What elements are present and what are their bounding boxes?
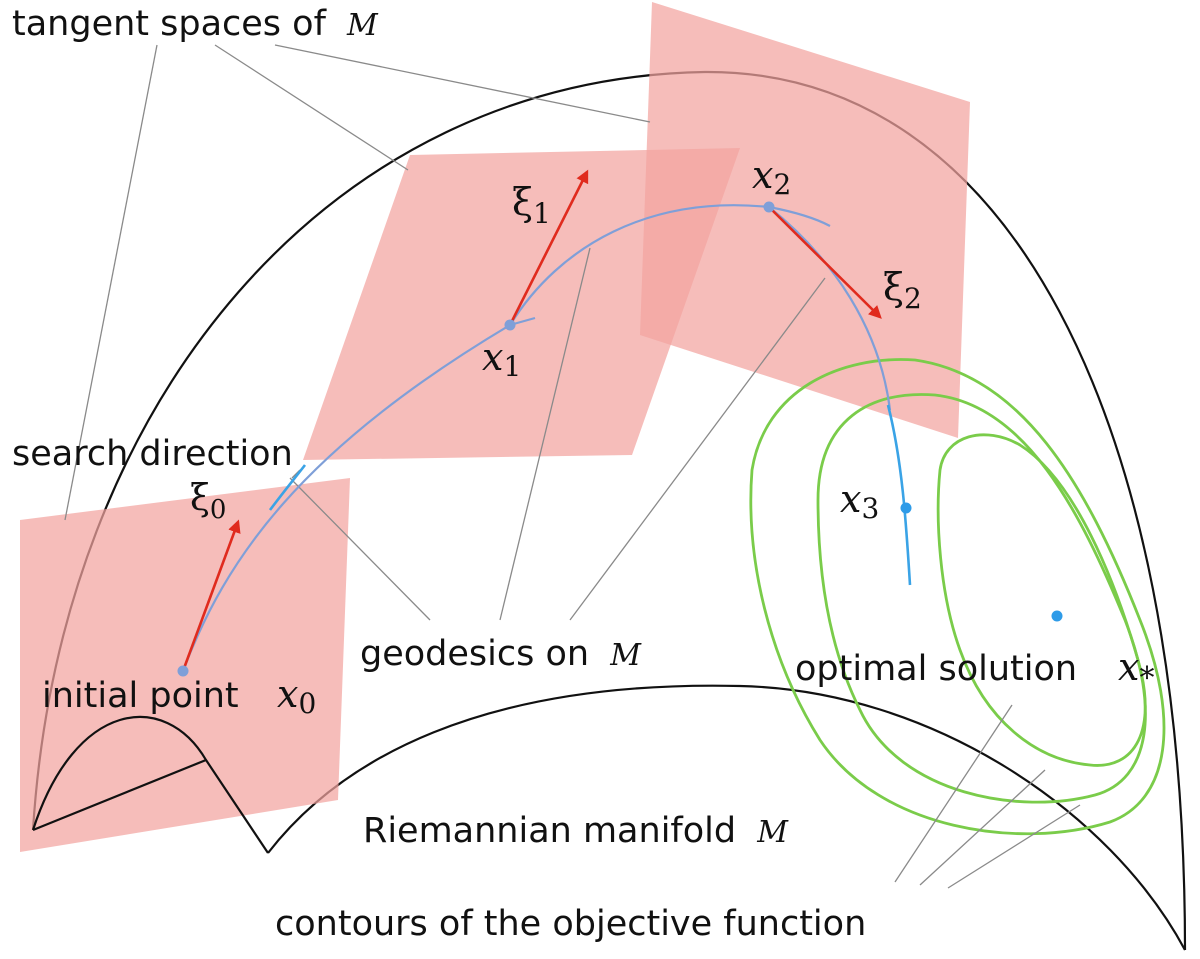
- label-xi0-base: ξ: [190, 478, 210, 519]
- label-x2: x2: [752, 153, 791, 201]
- label-x1-sub: 1: [503, 350, 521, 383]
- leader-contour-3: [947, 804, 1081, 889]
- tangent-plane-x2: [640, 2, 970, 438]
- label-manifold: Riemannian manifold M: [363, 811, 789, 851]
- label-x0: x0: [277, 672, 316, 720]
- label-geodesics-text: geodesics on: [360, 634, 589, 674]
- geodesic-x0-x1-highlight: [268, 464, 307, 511]
- search-direction-arrow-xi0: [181, 519, 241, 672]
- label-x0-base: x: [277, 672, 298, 716]
- label-x3-sub: 3: [861, 492, 879, 525]
- label-xi0-sub: 0: [210, 495, 227, 525]
- label-tangent-spaces-text: tangent spaces of: [12, 4, 327, 44]
- leader-contour-2: [919, 769, 1046, 886]
- point-x0: [177, 665, 189, 677]
- point-x2: [763, 201, 775, 213]
- label-search-direction: search direction: [12, 434, 293, 474]
- point-x3: [900, 502, 912, 514]
- corner-chord: [32, 758, 207, 832]
- label-xi0: ξ0: [190, 478, 226, 525]
- geodesic-x2-extension: [768, 205, 831, 227]
- label-x1-base: x: [482, 335, 503, 379]
- label-contours: contours of the objective function: [275, 904, 866, 944]
- label-geodesics-symbol: M: [609, 638, 642, 673]
- label-initial-point: initial point: [42, 676, 239, 716]
- label-optimal-solution: optimal solution: [795, 649, 1077, 689]
- label-xi1-sub: 1: [533, 197, 551, 230]
- leader-lines: [64, 44, 1081, 889]
- point-x-star: [1051, 610, 1063, 622]
- leader-contour-1: [894, 704, 1013, 883]
- label-x-star-sub: *: [1139, 661, 1154, 696]
- label-x2-sub: 2: [773, 168, 791, 201]
- geodesic-x1-x2: [509, 204, 770, 326]
- contour-outer: [749, 358, 1166, 836]
- label-manifold-symbol: M: [756, 815, 789, 850]
- label-xi2-base: ξ: [883, 265, 904, 309]
- leader-geodesic-2: [499, 247, 591, 621]
- label-x-star: x*: [1118, 645, 1154, 696]
- manifold-inner-boundary: [267, 684, 1186, 951]
- label-xi1-base: ξ: [512, 180, 533, 224]
- contour-middle: [816, 393, 1147, 804]
- corner-arc: [31, 715, 269, 854]
- label-tangent-spaces-symbol: M: [346, 8, 379, 43]
- label-x-star-base: x: [1118, 645, 1139, 689]
- leader-tangent-1: [64, 44, 158, 521]
- label-x3: x3: [840, 477, 879, 525]
- geodesic-x2-x3: [768, 206, 892, 411]
- leader-geodesic-3: [569, 277, 826, 621]
- search-direction-arrow-xi2: [768, 206, 882, 319]
- label-x0-sub: 0: [298, 687, 316, 720]
- label-tangent-spaces: tangent spaces of M: [12, 4, 379, 44]
- label-xi1: ξ1: [512, 180, 551, 230]
- leader-tangent-3: [274, 44, 651, 123]
- label-xi2-sub: 2: [904, 282, 922, 315]
- leader-geodesic-1: [289, 477, 431, 621]
- label-x2-base: x: [752, 153, 773, 197]
- leader-tangent-2: [214, 44, 409, 171]
- label-x1: x1: [482, 335, 521, 383]
- label-xi2: ξ2: [883, 265, 922, 315]
- label-x3-base: x: [840, 477, 861, 521]
- point-x1: [504, 319, 516, 331]
- geodesic-x0-x1: [181, 324, 511, 672]
- search-direction-arrow-xi1: [508, 169, 589, 326]
- label-geodesics: geodesics on M: [360, 634, 642, 674]
- geodesic-x3-segment: [886, 404, 912, 586]
- contour-inner: [936, 433, 1147, 767]
- label-manifold-text: Riemannian manifold: [363, 811, 736, 851]
